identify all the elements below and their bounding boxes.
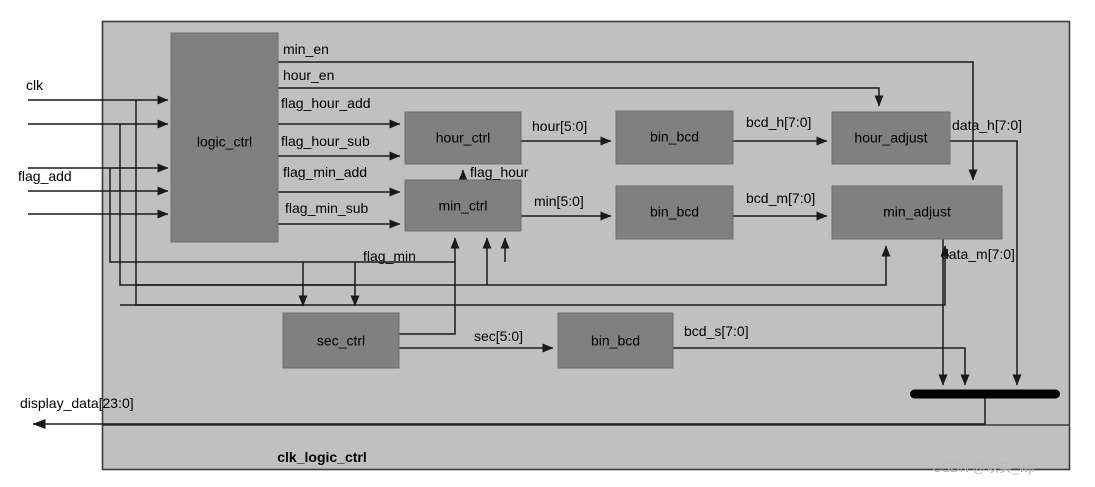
wire-hour-en [278, 87, 884, 107]
signal-label-hour-bus: hour[5:0] [532, 118, 587, 134]
signal-label-group: min_en hour_en flag_hour_add flag_hour_s… [281, 41, 1022, 344]
signal-label-flag-hour: flag_hour [470, 164, 529, 180]
block-label: logic_ctrl [197, 134, 252, 150]
signal-label-sec-bus: sec[5:0] [474, 328, 523, 344]
port-label-display-data: display_data[23:0] [20, 395, 134, 411]
block-label: hour_adjust [854, 130, 927, 146]
block-hour-adjust[interactable]: hour_adjust [831, 111, 951, 165]
signal-label-flag-hour-sub: flag_hour_sub [281, 133, 370, 149]
block-label: bin_bcd [650, 129, 699, 145]
block-bin-bcd-sec[interactable]: bin_bcd [557, 312, 674, 369]
module-name-label: clk_logic_ctrl [277, 449, 367, 465]
signal-label-data-m: data_m[7:0] [941, 246, 1015, 262]
block-label: bin_bcd [591, 333, 640, 349]
signal-label-min-en: min_en [283, 41, 329, 57]
wire-minadjust-fb-b [120, 245, 950, 306]
block-group: logic_ctrl hour_ctrl min_ctrl bin_bcd bi… [170, 32, 1003, 369]
port-label-flag-add: flag_add [18, 168, 72, 184]
block-bin-bcd-hour[interactable]: bin_bcd [615, 110, 734, 165]
signal-label-bcd-m: bcd_m[7:0] [746, 190, 815, 206]
signal-label-flag-min-sub: flag_min_sub [285, 200, 368, 216]
wire-display-data [109, 394, 986, 425]
wire-data-h [950, 140, 1022, 386]
block-hour-ctrl[interactable]: hour_ctrl [404, 111, 522, 165]
wire-bcd-s [673, 347, 970, 386]
wire-sec-flagmin [399, 305, 456, 335]
block-label: min_adjust [883, 204, 951, 220]
watermark-label: CSDN @以实_wjf [932, 460, 1035, 475]
block-min-ctrl[interactable]: min_ctrl [404, 179, 522, 232]
block-min-adjust[interactable]: min_adjust [831, 185, 1003, 240]
signal-label-bcd-h: bcd_h[7:0] [746, 114, 811, 130]
signal-label-flag-hour-add: flag_hour_add [281, 95, 371, 111]
block-bin-bcd-min[interactable]: bin_bcd [615, 185, 734, 240]
port-label-clk: clk [26, 77, 44, 93]
wire-clk-fanout-c [109, 168, 455, 263]
signal-label-min-bus: min[5:0] [534, 193, 584, 209]
signal-label-hour-en: hour_en [283, 67, 334, 83]
signal-label-data-h: data_h[7:0] [952, 117, 1022, 133]
display-bus-bar [910, 389, 1060, 399]
block-label: sec_ctrl [317, 333, 365, 349]
block-label: hour_ctrl [436, 130, 490, 146]
block-label: bin_bcd [650, 204, 699, 220]
wire-minadjust-fb-a [136, 245, 891, 286]
block-sec-ctrl[interactable]: sec_ctrl [282, 312, 400, 369]
block-label: min_ctrl [438, 198, 487, 214]
port-label-group: clk flag_add display_data[23:0] [18, 77, 134, 411]
signal-label-bcd-s: bcd_s[7:0] [684, 323, 749, 339]
signal-label-flag-min: flag_min [363, 248, 416, 264]
block-logic-ctrl[interactable]: logic_ctrl [170, 32, 279, 243]
signal-label-flag-min-add: flag_min_add [283, 164, 367, 180]
